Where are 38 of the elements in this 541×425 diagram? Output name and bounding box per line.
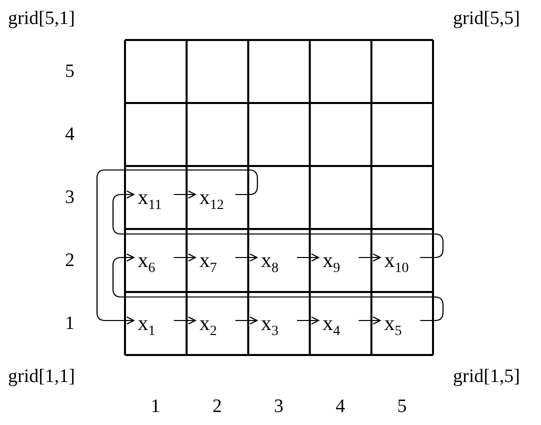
arrow [297, 253, 320, 262]
arrow [235, 253, 258, 262]
column-number: 4 [336, 396, 346, 418]
arrow [112, 253, 444, 322]
column-number: 3 [274, 396, 284, 418]
corner-label: grid[5,5] [453, 8, 520, 30]
column-number: 1 [150, 396, 160, 418]
variable-label: x$_{8}$ [261, 248, 278, 272]
variable-label: x$_{1}$ [138, 310, 156, 334]
arrow [174, 316, 196, 325]
column-number: 5 [397, 396, 407, 418]
arrow [112, 190, 444, 258]
variable-label: x$_{3}$ [261, 310, 278, 334]
arrow [96, 169, 258, 325]
arrow [174, 190, 196, 199]
corner-label: grid[1,5] [453, 366, 520, 388]
arrow [358, 316, 381, 325]
row-number: 2 [65, 250, 74, 272]
arrow [297, 316, 320, 325]
variable-label: x$_{9}$ [322, 248, 340, 272]
row-number: 5 [65, 60, 74, 82]
variable-label: x$_{2}$ [199, 310, 217, 334]
variable-label: x$_{10}$ [384, 248, 409, 272]
arrow [358, 253, 381, 262]
column-number: 2 [212, 396, 222, 418]
variable-label: x$_{7}$ [199, 248, 217, 272]
row-number: 3 [65, 186, 74, 208]
variable-label: x$_{11}$ [138, 184, 162, 208]
variable-label: x$_{4}$ [322, 310, 340, 334]
arrow [235, 316, 258, 325]
row-number: 4 [65, 124, 74, 146]
arrow [174, 253, 196, 262]
variable-label: x$_{6}$ [138, 248, 156, 272]
corner-label: grid[5,1] [8, 8, 76, 30]
variable-label: x$_{12}$ [199, 184, 224, 208]
variable-label: x$_{5}$ [384, 310, 402, 334]
row-number: 1 [65, 312, 74, 334]
corner-label: grid[1,1] [8, 366, 76, 388]
